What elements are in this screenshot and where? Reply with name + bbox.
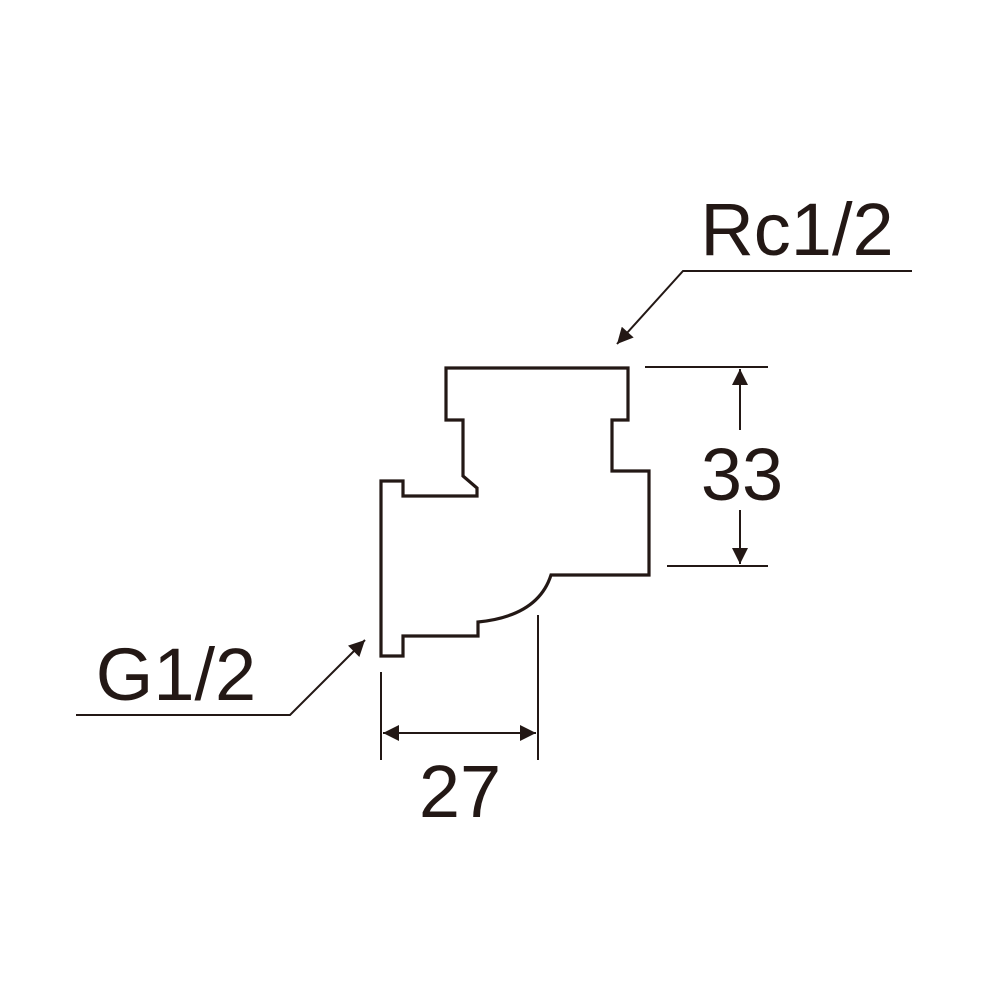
height-dimension: 33 [645, 366, 783, 567]
top-thread-label: Rc1/2 [700, 188, 893, 271]
width-dimension: 27 [380, 615, 539, 833]
fitting-outline [379, 366, 651, 658]
width-dimension-label: 27 [419, 750, 501, 833]
bottom-thread-callout: G1/2 [76, 633, 366, 716]
top-thread-leader [616, 270, 912, 345]
bottom-thread-label: G1/2 [96, 633, 256, 716]
height-dimension-label: 33 [701, 433, 783, 516]
top-thread-callout: Rc1/2 [616, 188, 912, 345]
bottom-thread-leader [76, 639, 366, 716]
